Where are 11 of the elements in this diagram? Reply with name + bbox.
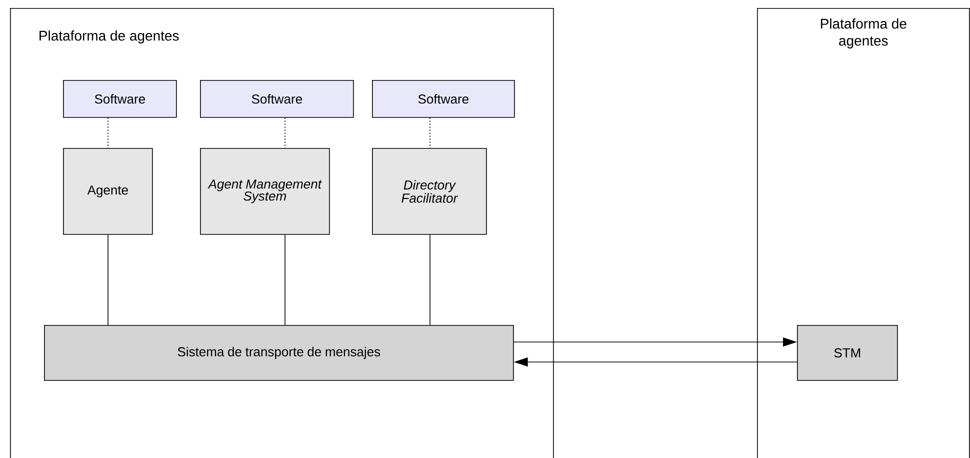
component-box: Agent Management System: [200, 148, 330, 235]
component-box: Directory Facilitator: [372, 148, 487, 235]
transport-box: Sistema de transporte de mensajes: [44, 325, 514, 381]
transport-box: STM: [797, 325, 898, 381]
software-box: Software: [200, 80, 354, 118]
software-box: Software: [372, 80, 515, 118]
component-box: Agente: [63, 148, 153, 235]
dotted-line: [284, 117, 286, 148]
software-box: Software: [63, 80, 177, 118]
dotted-line: [108, 117, 109, 148]
connector-line: [284, 234, 286, 326]
